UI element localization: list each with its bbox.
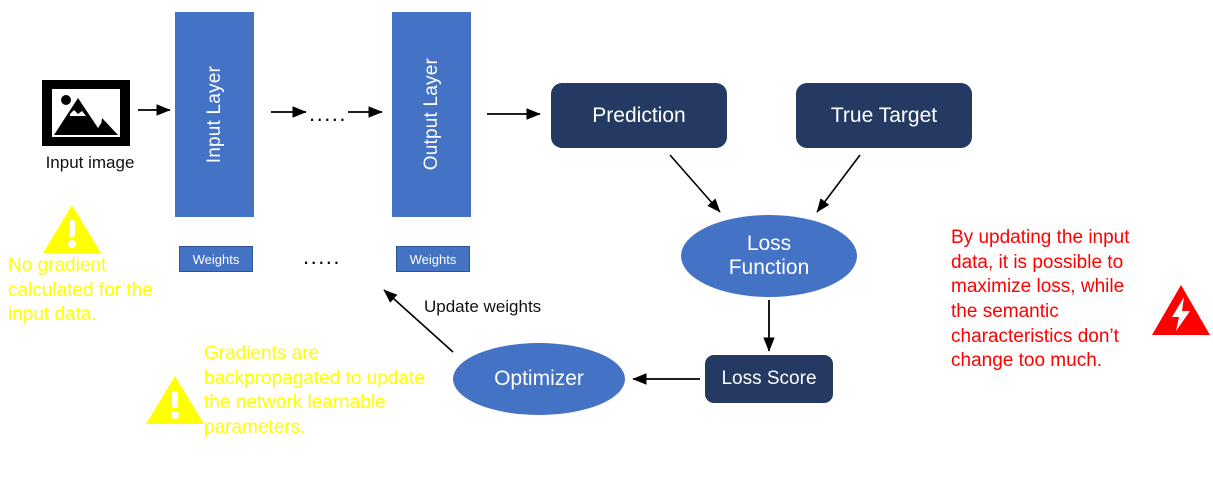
prediction-label: Prediction	[592, 103, 686, 127]
input-image-caption: Input image	[45, 153, 135, 172]
loss-function-label-line1: Loss	[746, 232, 792, 256]
backprop-warning-icon-wrap	[144, 374, 206, 431]
output-layer-bar[interactable]: Output Layer	[392, 12, 471, 217]
loss-function-label-line2: Function	[728, 256, 810, 279]
true-target-label: True Target	[830, 103, 938, 127]
danger-lightning-icon	[1152, 285, 1210, 335]
input-layer-bar[interactable]: Input Layer	[175, 12, 254, 217]
danger-lightning-icon-wrap	[1150, 283, 1212, 344]
output-layer-weights-chip[interactable]: Weights	[396, 246, 470, 272]
update-weights-label: Update weights	[424, 297, 542, 316]
picture-image-icon	[42, 80, 130, 146]
no-gradient-note-text: No gradient calculated for the input dat…	[8, 255, 153, 326]
output-layer-label: Output Layer	[420, 58, 442, 171]
input-layer-label: Input Layer	[203, 65, 225, 164]
weights-ellipsis: .....	[302, 244, 342, 269]
input-layer-weights-chip[interactable]: Weights	[179, 246, 253, 272]
arrow-prediction-to-loss-function	[669, 154, 721, 213]
backprop-note-text: Gradients are backpropagated to update t…	[204, 343, 425, 439]
adversarial-note-text: By updating the input data, it is possib…	[951, 227, 1130, 372]
no-gradient-warning-icon-wrap	[41, 203, 103, 260]
arrow-true-target-to-loss-function	[816, 154, 861, 213]
output-layer-weights-label: Weights	[409, 251, 457, 267]
layers-ellipsis: .....	[308, 101, 348, 126]
arrow-optimizer-to-weights	[383, 289, 454, 353]
prediction-box[interactable]: Prediction	[551, 83, 727, 148]
optimizer-node[interactable]: Optimizer	[453, 343, 625, 415]
input-layer-weights-label: Weights	[192, 251, 240, 267]
loss-score-box[interactable]: Loss Score	[705, 355, 833, 403]
warning-triangle-icon	[43, 205, 101, 253]
input-image-group	[40, 78, 132, 153]
loss-function-node[interactable]: Loss Function	[681, 215, 857, 297]
optimizer-label: Optimizer	[494, 367, 584, 391]
loss-score-label: Loss Score	[721, 368, 817, 389]
true-target-box[interactable]: True Target	[796, 83, 972, 148]
warning-triangle-icon	[146, 376, 204, 424]
